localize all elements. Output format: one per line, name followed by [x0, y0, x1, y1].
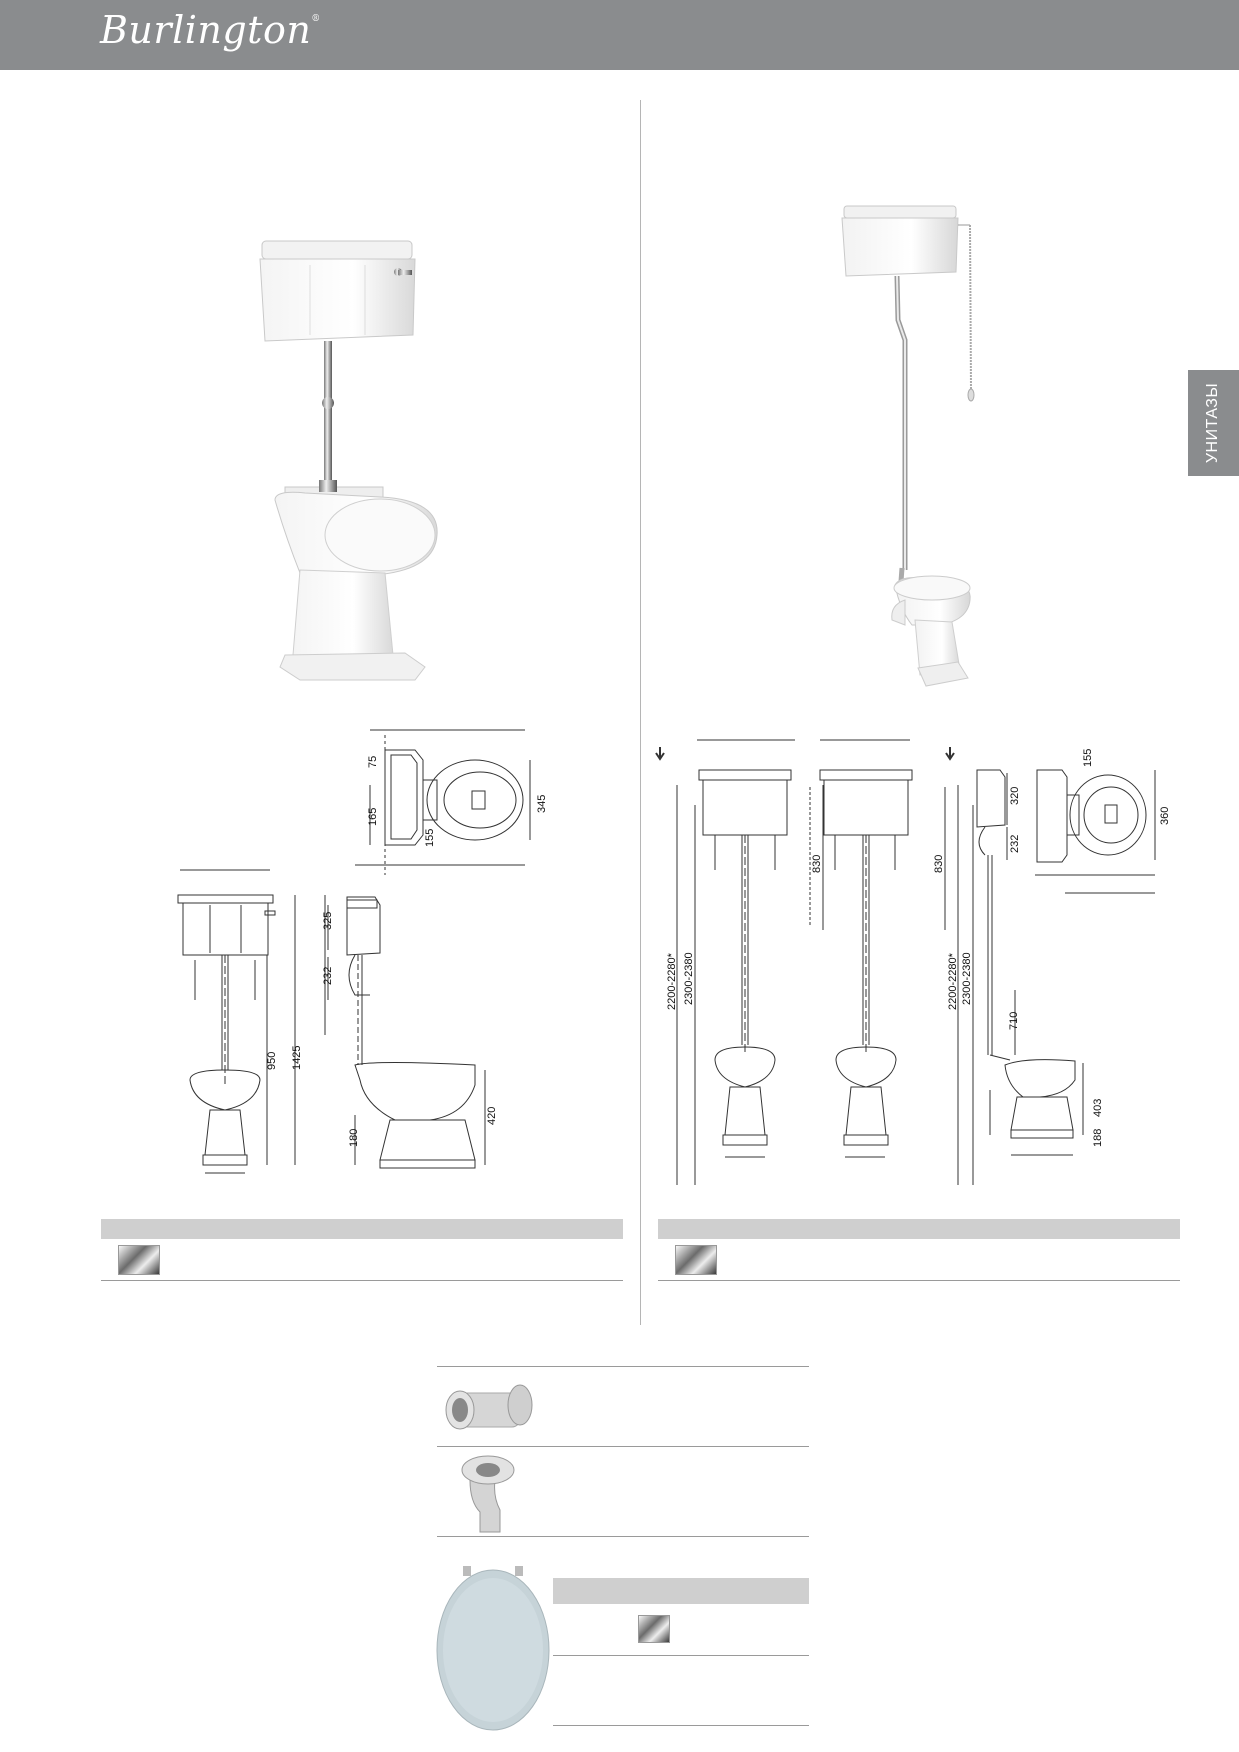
trademark-mark: ®	[311, 14, 321, 24]
elevation-one: 2200-2280* 2300-2380 830	[655, 739, 824, 1185]
dim-75: 75	[367, 756, 379, 768]
dim-180: 180	[348, 1129, 360, 1147]
accessory-rule-3	[437, 1536, 809, 1537]
accessory-rule-1	[437, 1366, 809, 1367]
dim-2200-left: 2200-2280*	[666, 952, 678, 1010]
dim-345: 345	[536, 795, 548, 813]
dim-360: 360	[1159, 807, 1171, 825]
rule-right	[658, 1280, 1180, 1281]
dim-232-left: 232	[322, 967, 334, 985]
dim-2200-right: 2200-2280*	[947, 952, 959, 1010]
dim-830-right: 830	[933, 855, 945, 873]
angled-pan-connector-photo	[455, 1452, 525, 1537]
accessory-rule-2	[437, 1446, 809, 1447]
dim-950: 950	[266, 1052, 278, 1070]
dim-155-right: 155	[1082, 749, 1094, 767]
rule-left	[101, 1280, 623, 1281]
column-divider	[640, 100, 641, 1325]
straight-pan-connector-photo	[440, 1375, 540, 1445]
category-label: УНИТАЗЫ	[1204, 382, 1221, 464]
dim-165: 165	[367, 808, 379, 826]
toilet-seat-photo	[433, 1560, 553, 1735]
dim-2300-left: 2300-2380	[683, 952, 695, 1005]
seat-rule-1	[553, 1655, 809, 1656]
seat-finish-swatch[interactable]	[638, 1615, 670, 1643]
technical-drawing-high-level: 2200-2280* 2300-2380 830 830 2200-2280* …	[655, 725, 1185, 1205]
dim-325: 325	[322, 912, 334, 930]
plan-view: 75 165 155 345	[355, 729, 548, 875]
dim-1425: 1425	[291, 1046, 303, 1070]
chrome-finish-swatch-left[interactable]	[118, 1245, 160, 1275]
category-side-tab[interactable]: УНИТАЗЫ	[1188, 370, 1239, 476]
product-photo-medium-level-toilet	[255, 235, 445, 685]
header-bar: Burlington®	[0, 0, 1239, 70]
seat-finish-bar	[553, 1578, 809, 1604]
dim-155: 155	[424, 829, 436, 847]
dim-420: 420	[486, 1107, 498, 1125]
dim-830-left: 830	[811, 855, 823, 873]
chrome-finish-swatch-right[interactable]	[675, 1245, 717, 1275]
dim-710: 710	[1008, 1012, 1020, 1030]
seat-rule-2	[553, 1725, 809, 1726]
dim-320: 320	[1009, 787, 1021, 805]
brand-logo: Burlington®	[100, 8, 321, 52]
side-elevation: 325 232 420 180	[322, 895, 498, 1169]
technical-drawing-medium-level: 75 165 155 345 1425 950	[175, 725, 575, 1195]
finish-bar-left	[101, 1219, 623, 1239]
brand-name: Burlington	[100, 8, 312, 52]
front-elevation: 1425 950	[177, 869, 303, 1174]
dim-2300-right: 2300-2380	[961, 952, 973, 1005]
product-photo-high-level-toilet	[840, 200, 980, 690]
side-and-plan-view: 320 232 710 403 188 155 360	[976, 749, 1171, 1156]
dim-403: 403	[1092, 1099, 1104, 1117]
finish-bar-right	[658, 1219, 1180, 1239]
dim-188: 188	[1092, 1129, 1104, 1147]
elevation-two: 830 2200-2280* 2300-2380	[819, 739, 974, 1185]
dim-232-right: 232	[1009, 835, 1021, 853]
